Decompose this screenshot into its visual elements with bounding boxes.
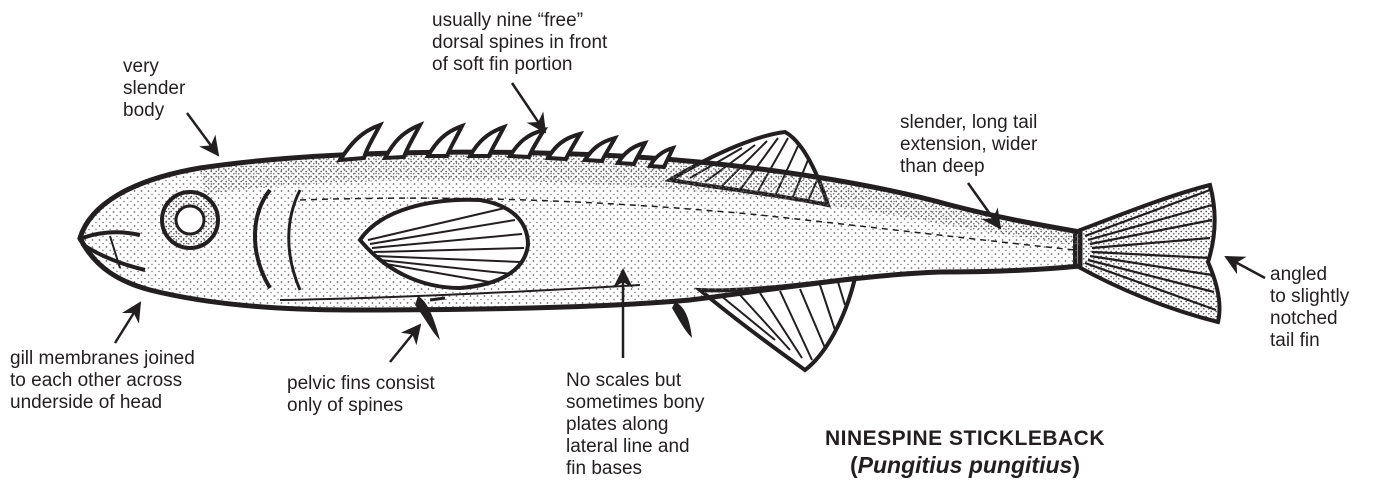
label-pelvic-fins: pelvic fins consist only of spines xyxy=(287,373,435,417)
anal-spine xyxy=(672,302,692,338)
arrow-pelvic xyxy=(390,325,420,362)
arrow-dorsal xyxy=(512,83,545,132)
label-dorsal-spines: usually nine “free” dorsal spines in fro… xyxy=(432,10,607,76)
label-tail-extension: slender, long tail extension, wider than… xyxy=(900,112,1037,178)
arrow-gill xyxy=(115,303,140,343)
arrow-body xyxy=(187,113,218,155)
species-title: NINESPINE STICKLEBACK (Pungitius pungiti… xyxy=(800,425,1130,479)
arrow-tailfin xyxy=(1226,257,1265,278)
scientific-name: Pungitius pungitius xyxy=(858,452,1073,478)
scientific-name-line: (Pungitius pungitius) xyxy=(800,452,1130,479)
label-no-scales: No scales but sometimes bony plates alon… xyxy=(566,370,704,480)
label-gill-membranes: gill membranes joined to each other acro… xyxy=(10,348,195,414)
label-tail-fin: angled to slightly notched tail fin xyxy=(1270,264,1349,352)
label-slender-body: very slender body xyxy=(123,56,185,122)
common-name: NINESPINE STICKLEBACK xyxy=(800,425,1130,452)
tail-fin xyxy=(1075,185,1220,322)
